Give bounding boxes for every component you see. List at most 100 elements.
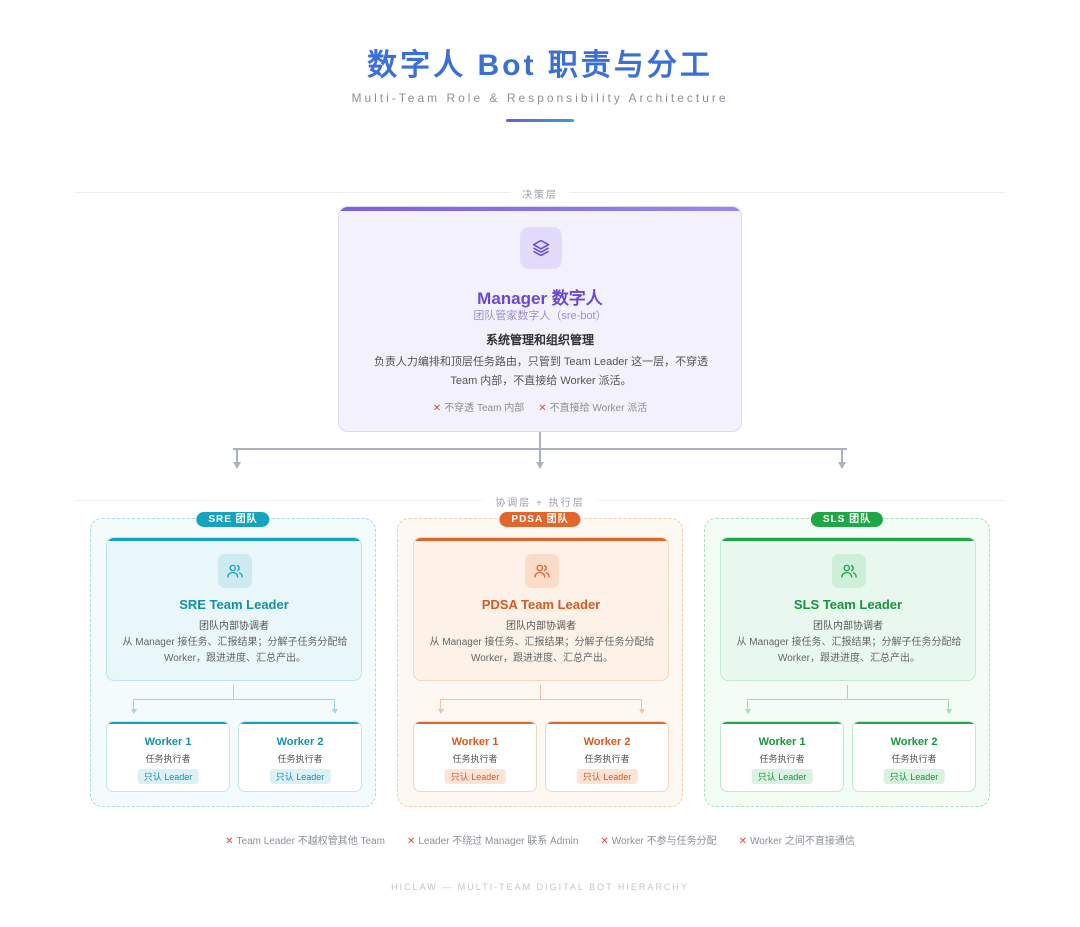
worker-title: Worker 1: [758, 736, 806, 748]
manager-rule: ✕不直接给 Worker 派活: [538, 403, 648, 414]
worker-connector: [948, 699, 949, 710]
arrow-down-icon: [838, 462, 846, 469]
worker-card-accent: [546, 722, 668, 724]
cross-icon: ✕: [538, 403, 547, 414]
team-sls: SLS 团队 SLS Team Leader 团队内部协调者 从 Manager…: [704, 512, 990, 807]
leader-description: 从 Manager 接任务、汇报结果；分解子任务分配给 Worker，跟进进度、…: [429, 637, 655, 664]
worker-connector: [747, 699, 748, 710]
worker-tag: 只认 Leader: [444, 769, 506, 784]
leader-subtitle: 团队内部协调者: [506, 621, 576, 632]
worker-card: Worker 2 任务执行者 只认 Leader: [238, 721, 362, 792]
team-badge: SRE 团队: [196, 512, 270, 527]
manager-duty: 系统管理和组织管理: [485, 333, 594, 347]
connector-drop-pdsa: [539, 449, 541, 463]
users-icon: [832, 554, 866, 588]
connector-drop-sre: [236, 449, 238, 463]
worker-title: Worker 2: [276, 736, 324, 748]
worker-tag: 只认 Leader: [576, 769, 638, 784]
arrow-down-icon: [946, 709, 952, 714]
worker-subtitle: 任务执行者: [452, 754, 498, 764]
leader-connector-stem: [847, 685, 848, 699]
manager-title: Manager 数字人: [477, 289, 603, 308]
team-leader-card: SLS Team Leader 团队内部协调者 从 Manager 接任务、汇报…: [720, 537, 976, 681]
leader-connector-stem: [233, 685, 234, 699]
cross-icon: ✕: [432, 403, 442, 414]
team-pdsa: PDSA 团队 PDSA Team Leader 团队内部协调者 从 Manag…: [397, 512, 683, 807]
global-rules: ✕Team Leader 不越权管其他 Team ✕Leader 不绕过 Man…: [0, 832, 1080, 847]
global-rule: ✕Leader 不绕过 Manager 联系 Admin: [406, 836, 579, 847]
arrow-down-icon: [332, 709, 338, 714]
worker-connector: [133, 699, 134, 710]
manager-rules: ✕不穿透 Team 内部 ✕不直接给 Worker 派活: [339, 399, 741, 414]
team-badge: PDSA 团队: [499, 512, 581, 527]
leader-subtitle: 团队内部协调者: [199, 621, 269, 632]
arrow-down-icon: [131, 709, 137, 714]
worker-card-accent: [107, 722, 229, 724]
manager-card: Manager 数字人 团队管家数字人（sre-bot） 系统管理和组织管理 负…: [338, 206, 742, 432]
global-rule: ✕Worker 不参与任务分配: [600, 836, 717, 847]
leader-card-accent: [721, 538, 975, 541]
worker-card: Worker 2 任务执行者 只认 Leader: [852, 721, 976, 792]
leader-card-accent: [414, 538, 668, 541]
leader-title: SLS Team Leader: [793, 597, 903, 612]
worker-title: Worker 1: [144, 736, 192, 748]
page-title: 数字人 Bot 职责与分工: [367, 49, 713, 82]
worker-card-accent: [414, 722, 536, 724]
leader-connector-stem: [540, 685, 541, 699]
manager-subtitle: 团队管家数字人（sre-bot）: [473, 310, 607, 322]
leader-connector-bar: [747, 699, 949, 700]
worker-tag: 只认 Leader: [137, 769, 199, 784]
footer-caption: HICLAW — MULTI-TEAM DIGITAL BOT HIERARCH…: [391, 882, 689, 892]
cross-icon: ✕: [600, 836, 609, 847]
worker-card: Worker 1 任务执行者 只认 Leader: [413, 721, 537, 792]
worker-tag: 只认 Leader: [269, 769, 331, 784]
manager-connector-stem: [539, 432, 541, 449]
worker-title: Worker 2: [583, 736, 631, 748]
worker-connector: [334, 699, 335, 710]
global-rule: ✕Team Leader 不越权管其他 Team: [225, 836, 385, 847]
team-leader-card: SRE Team Leader 团队内部协调者 从 Manager 接任务、汇报…: [106, 537, 362, 681]
worker-card: Worker 1 任务执行者 只认 Leader: [720, 721, 844, 792]
cross-icon: ✕: [225, 836, 234, 847]
arrow-down-icon: [233, 462, 241, 469]
title-underline: [506, 119, 574, 122]
team-leader-card: PDSA Team Leader 团队内部协调者 从 Manager 接任务、汇…: [413, 537, 669, 681]
arrow-down-icon: [639, 709, 645, 714]
worker-connector: [641, 699, 642, 710]
cross-icon: ✕: [738, 836, 748, 847]
worker-subtitle: 任务执行者: [584, 754, 630, 764]
worker-connector: [440, 699, 441, 710]
worker-card: Worker 2 任务执行者 只认 Leader: [545, 721, 669, 792]
worker-card: Worker 1 任务执行者 只认 Leader: [106, 721, 230, 792]
arrow-down-icon: [438, 709, 444, 714]
worker-tag: 只认 Leader: [751, 769, 813, 784]
leader-title: PDSA Team Leader: [481, 597, 601, 612]
cross-icon: ✕: [406, 836, 416, 847]
arrow-down-icon: [745, 709, 751, 714]
leader-connector-bar: [133, 699, 335, 700]
leader-description: 从 Manager 接任务、汇报结果；分解子任务分配给 Worker，跟进进度、…: [122, 637, 348, 664]
worker-tag: 只认 Leader: [883, 769, 945, 784]
worker-subtitle: 任务执行者: [759, 754, 805, 764]
team-badge: SLS 团队: [810, 512, 884, 527]
users-icon: [218, 554, 252, 588]
arrow-down-icon: [536, 462, 544, 469]
manager-card-accent: [339, 207, 741, 211]
leader-card-accent: [107, 538, 361, 541]
worker-card-accent: [721, 722, 843, 724]
leader-subtitle: 团队内部协调者: [813, 621, 883, 632]
decision-layer-label: 决策层: [0, 186, 1080, 201]
worker-subtitle: 任务执行者: [145, 754, 191, 764]
global-rule: ✕Worker 之间不直接通信: [738, 836, 855, 847]
worker-title: Worker 1: [451, 736, 499, 748]
worker-subtitle: 任务执行者: [891, 754, 937, 764]
worker-subtitle: 任务执行者: [277, 754, 323, 764]
manager-description: 负责人力编排和顶层任务路由，只管到 Team Leader 这一层，不穿透 Te…: [373, 356, 709, 387]
worker-card-accent: [853, 722, 975, 724]
leader-title: SRE Team Leader: [179, 597, 289, 612]
worker-card-accent: [239, 722, 361, 724]
execution-layer-label: 协调层 + 执行层: [0, 494, 1080, 509]
team-sre: SRE 团队 SRE Team Leader 团队内部协调者 从 Manager…: [90, 512, 376, 807]
users-icon: [525, 554, 559, 588]
worker-title: Worker 2: [890, 736, 938, 748]
